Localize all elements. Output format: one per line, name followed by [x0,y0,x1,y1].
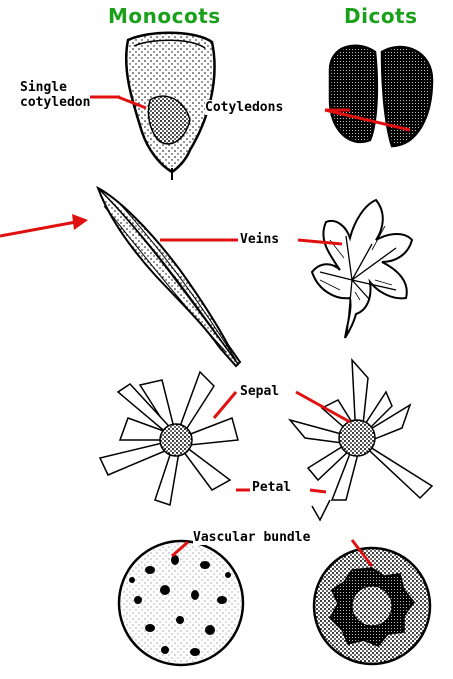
monocot-stem-section [119,541,243,665]
pointer-lines [90,97,410,566]
single-cotyledon-line1: Single [20,80,90,95]
vascular-bundle-label: Vascular bundle [193,530,310,545]
veins-label: Veins [240,232,279,247]
monocot-leaf [98,188,240,366]
single-cotyledon-label: Single cotyledon [20,80,90,110]
cotyledons-label: Cotyledons [205,100,283,115]
dicot-leaf [312,200,412,338]
dicot-seed [330,46,432,146]
petal-label: Petal [252,480,291,495]
monocot-flower [100,372,238,505]
sepal-label: Sepal [240,384,279,399]
single-cotyledon-line2: cotyledon [20,95,90,110]
pointer-arrow [0,214,88,236]
dicot-flower [290,360,432,520]
